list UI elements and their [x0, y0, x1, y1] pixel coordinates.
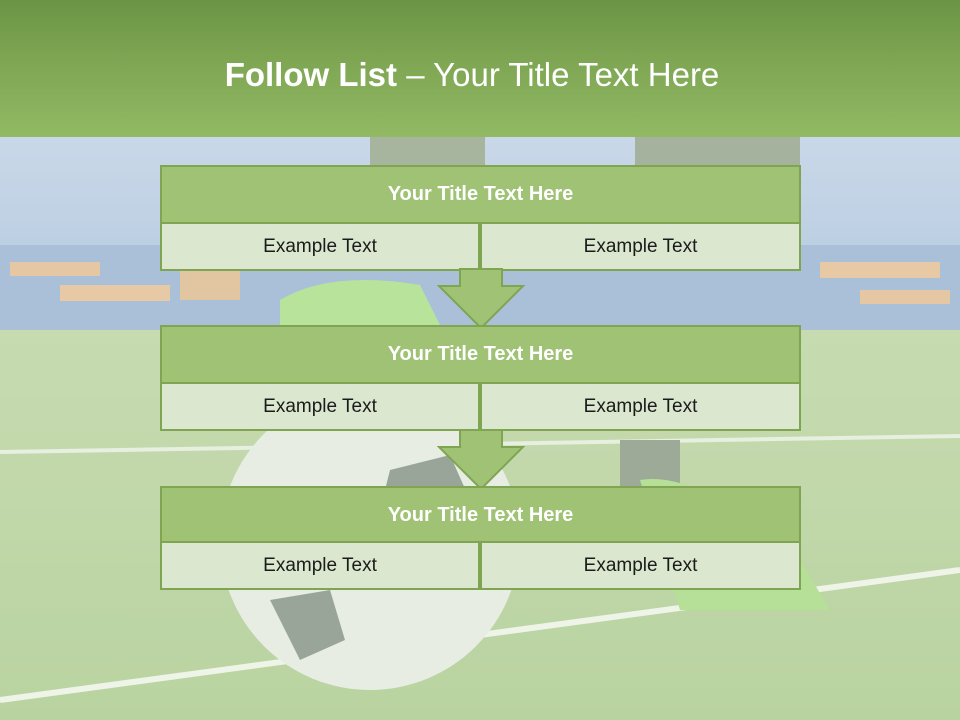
- block-cell-right: Example Text: [480, 382, 801, 431]
- block-title: Your Title Text Here: [160, 325, 801, 384]
- block-title: Your Title Text Here: [160, 486, 801, 545]
- down-arrow-icon: [437, 268, 525, 330]
- block-cell-right: Example Text: [480, 222, 801, 271]
- title-rest-part: – Your Title Text Here: [397, 56, 720, 93]
- block-cell-left: Example Text: [160, 222, 480, 271]
- block-title: Your Title Text Here: [160, 165, 801, 224]
- block-cell-left: Example Text: [160, 382, 480, 431]
- block-cell-right: Example Text: [480, 541, 801, 590]
- block-cell-left: Example Text: [160, 541, 480, 590]
- title-banner: [0, 0, 960, 137]
- slide-title: Follow List – Your Title Text Here: [0, 56, 944, 94]
- title-bold-part: Follow List: [224, 56, 398, 93]
- down-arrow-icon: [437, 429, 525, 491]
